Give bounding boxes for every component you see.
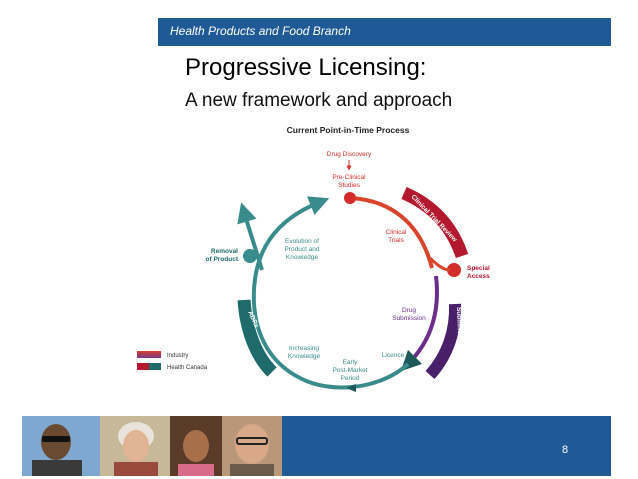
clinical-trials-label-line2: Trials bbox=[388, 237, 404, 244]
legend-industry-label: Industry bbox=[167, 353, 188, 359]
photo-man-sunglasses bbox=[22, 416, 100, 476]
removal-arrow bbox=[237, 202, 264, 271]
drug-submission-label-line2: Submission bbox=[392, 315, 426, 322]
special-access-node bbox=[447, 263, 461, 277]
legend-health-canada-label: Health Canada bbox=[167, 365, 208, 371]
photo-girl bbox=[170, 416, 222, 476]
special-access-label-line2: Access bbox=[467, 273, 490, 280]
drug-submission-label-line1: Drug bbox=[402, 307, 416, 314]
photo-older-man-glasses bbox=[222, 416, 282, 476]
post-market-arc bbox=[251, 196, 410, 390]
early-post-market-line2: Post-Market bbox=[332, 367, 367, 374]
footer-band bbox=[22, 416, 611, 476]
legend-industry-swatch bbox=[137, 351, 161, 358]
submission-review-band bbox=[425, 303, 462, 380]
evolution-line2: Product and bbox=[284, 246, 319, 253]
early-post-market-line1: Early bbox=[343, 359, 359, 366]
licence-label: Licence bbox=[382, 352, 405, 359]
clinical-trials-label-line1: Clinical bbox=[386, 229, 408, 236]
submission-review-label: Submission Review bbox=[455, 307, 464, 369]
early-post-market-line3: Period bbox=[341, 375, 360, 382]
removal-node bbox=[243, 249, 257, 263]
process-diagram: Current Point-in-Time Process Drug Disco… bbox=[137, 125, 490, 392]
increasing-knowledge-line1: Increasing bbox=[289, 345, 319, 352]
evolution-line3: Knowledge bbox=[286, 254, 319, 261]
legend-health-canada-swatch-teal bbox=[149, 363, 161, 370]
slide-subtitle: A new framework and approach bbox=[185, 90, 453, 111]
pre-clinical-label-line1: Pre-Clinical bbox=[332, 174, 366, 181]
evolution-line1: Evolution of bbox=[285, 238, 319, 245]
industry-arc-submission bbox=[400, 275, 439, 372]
special-access-label-line1: Special bbox=[467, 265, 490, 272]
drug-discovery-label: Drug Discovery bbox=[327, 151, 372, 158]
photo-older-woman bbox=[100, 416, 170, 476]
slide-title: Progressive Licensing: bbox=[185, 54, 427, 81]
increasing-knowledge-line2: Knowledge bbox=[288, 353, 321, 360]
post-market-arrow bbox=[346, 384, 356, 392]
industry-arc-clinical bbox=[349, 196, 434, 269]
page-number: 8 bbox=[562, 444, 569, 456]
clinical-trial-review-band bbox=[401, 187, 469, 259]
pre-clinical-node bbox=[344, 192, 356, 204]
header-band: Health Products and Food Branch bbox=[158, 18, 611, 46]
branch-title: Health Products and Food Branch bbox=[170, 24, 351, 38]
diagram-heading: Current Point-in-Time Process bbox=[287, 125, 410, 135]
removal-label-line1: Removal bbox=[211, 248, 238, 255]
special-access-branch bbox=[428, 256, 451, 272]
pre-clinical-label-line2: Studies bbox=[338, 182, 360, 189]
adrs-band bbox=[237, 299, 277, 377]
removal-label-line2: of Product bbox=[206, 256, 239, 263]
